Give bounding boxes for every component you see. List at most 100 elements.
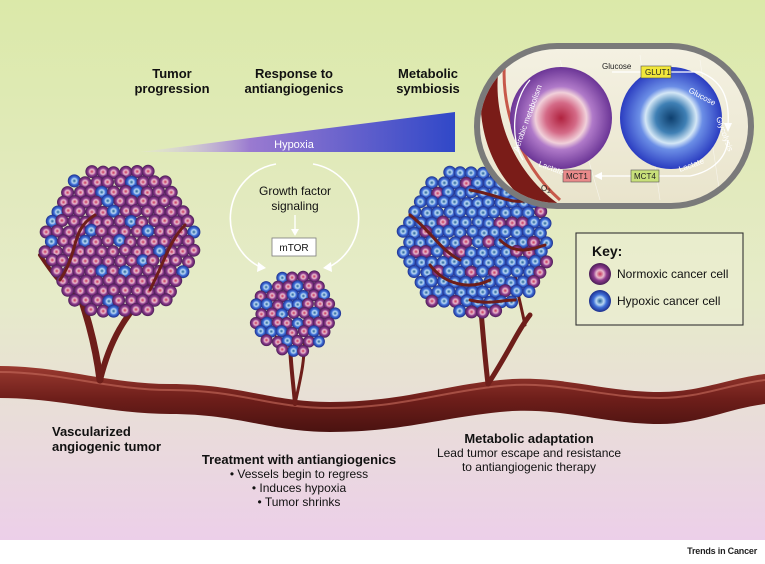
feedback-cycle <box>229 163 360 272</box>
hypoxic-cell <box>476 285 490 299</box>
normoxic-cell <box>286 271 299 284</box>
normoxic-cell <box>89 254 103 268</box>
hypoxic-cell <box>396 224 410 238</box>
normoxic-cell <box>130 284 144 297</box>
hypoxic-cell <box>443 165 457 179</box>
normoxic-cell <box>136 293 150 307</box>
adaptation-text: Lead tumor escape and resistance to anti… <box>436 446 622 474</box>
normoxic-cell <box>78 254 92 268</box>
normoxic-cell <box>50 264 64 278</box>
hypoxic-cell <box>281 334 294 347</box>
normoxic-cell <box>298 306 311 319</box>
mtor-box <box>271 237 317 257</box>
normoxic-cell <box>169 274 183 288</box>
hypoxic-cell <box>176 265 190 279</box>
normoxic-cell <box>114 254 127 268</box>
key-hypoxic-swatch <box>589 290 611 312</box>
normoxic-cell <box>303 335 315 348</box>
normoxic-cell <box>130 224 144 238</box>
hypoxic-cell <box>130 184 144 198</box>
hypoxic-cell <box>487 245 501 259</box>
normoxic-cell <box>153 224 167 238</box>
hypoxic-cell <box>505 295 518 309</box>
normoxic-cell <box>266 307 279 320</box>
normoxic-cell <box>498 284 512 298</box>
hypoxic-cell <box>396 245 410 259</box>
normoxic-cell <box>255 308 268 321</box>
normoxic-cell <box>153 283 167 297</box>
normoxic-cell <box>527 235 541 249</box>
normoxic-cell <box>84 303 98 316</box>
caption-vascularized-tumor: Vascularized angiogenic tumor <box>52 424 162 454</box>
hypoxic-cell <box>425 255 439 269</box>
normoxic-cell <box>312 316 325 329</box>
hypoxic-cell <box>437 294 451 308</box>
hypoxic-cell <box>500 245 513 259</box>
normoxic-cell <box>136 235 150 249</box>
hypoxic-cell <box>453 225 467 239</box>
hypoxic-cell <box>425 195 439 209</box>
hypoxic-cell <box>425 176 439 190</box>
normoxic-cell <box>158 214 172 228</box>
hypoxic-cell <box>260 281 273 294</box>
normoxic-cell <box>170 233 184 247</box>
mct4-transporter <box>630 169 660 183</box>
normoxic-cell <box>432 264 445 278</box>
normoxic-cell <box>68 293 82 307</box>
normoxic-cell <box>72 204 86 218</box>
hypoxic-cell <box>499 206 513 220</box>
hypoxic-cell <box>488 225 502 239</box>
normoxic-cell <box>136 194 150 208</box>
hypoxic-cell <box>483 275 497 289</box>
hypoxic-cell <box>275 325 288 338</box>
normoxic-cell <box>533 265 547 279</box>
hypoxic-cell <box>101 194 115 208</box>
normoxic-cell <box>169 253 183 267</box>
hypoxic-cell <box>403 255 417 269</box>
hypoxic-cell <box>287 344 300 357</box>
normoxic-cell <box>113 214 127 228</box>
normoxic-cell <box>276 343 289 356</box>
normoxic-cell <box>297 345 310 357</box>
hypoxic-cell <box>442 285 456 298</box>
diagram-canvas: Glucose GLUT1 Glucose Glycolysis Lactate… <box>0 0 765 540</box>
normoxic-cell <box>158 194 171 208</box>
hypoxic-cell <box>318 288 331 301</box>
normoxic-cell <box>323 297 336 310</box>
normoxic-cell <box>125 253 139 267</box>
oxygen-label: O2 <box>541 184 551 195</box>
normoxic-cell <box>534 205 548 218</box>
mct1-transporter <box>562 169 592 183</box>
hypoxic-cell <box>407 265 421 278</box>
hypoxic-cell <box>141 224 155 238</box>
hypoxic-cell <box>260 298 273 311</box>
normoxic-cell <box>50 224 64 238</box>
normoxic-cell <box>95 224 109 238</box>
normoxic-cell <box>130 165 144 178</box>
hypoxic-cell <box>403 235 417 249</box>
key-title: Key: <box>592 243 622 259</box>
normoxic-cell <box>91 293 105 307</box>
hypoxic-cell <box>448 176 462 190</box>
normoxic-cell <box>79 293 93 307</box>
hypoxic-cell <box>312 335 325 348</box>
heading-metabolic-symbiosis: Metabolic symbiosis <box>396 66 460 96</box>
hypoxic-cell <box>471 235 485 249</box>
hypoxic-cell <box>459 255 473 269</box>
normoxic-cell <box>129 303 143 316</box>
normoxic-cell <box>45 253 59 267</box>
normoxic-cell <box>136 175 150 189</box>
normoxic-cell <box>61 283 75 297</box>
hypoxic-cell <box>254 325 267 338</box>
hypoxic-cell <box>113 233 127 247</box>
hypoxic-cell <box>413 195 427 209</box>
hypoxic-cell <box>487 205 501 219</box>
hypoxic-cell <box>420 206 434 220</box>
normoxic-cell <box>129 204 143 218</box>
normoxic-cell <box>118 283 132 297</box>
normoxic-cell <box>505 216 519 230</box>
glut1-label: GLUT1 <box>645 68 671 77</box>
normoxic-cell <box>287 307 300 319</box>
normoxic-cell <box>83 244 97 258</box>
